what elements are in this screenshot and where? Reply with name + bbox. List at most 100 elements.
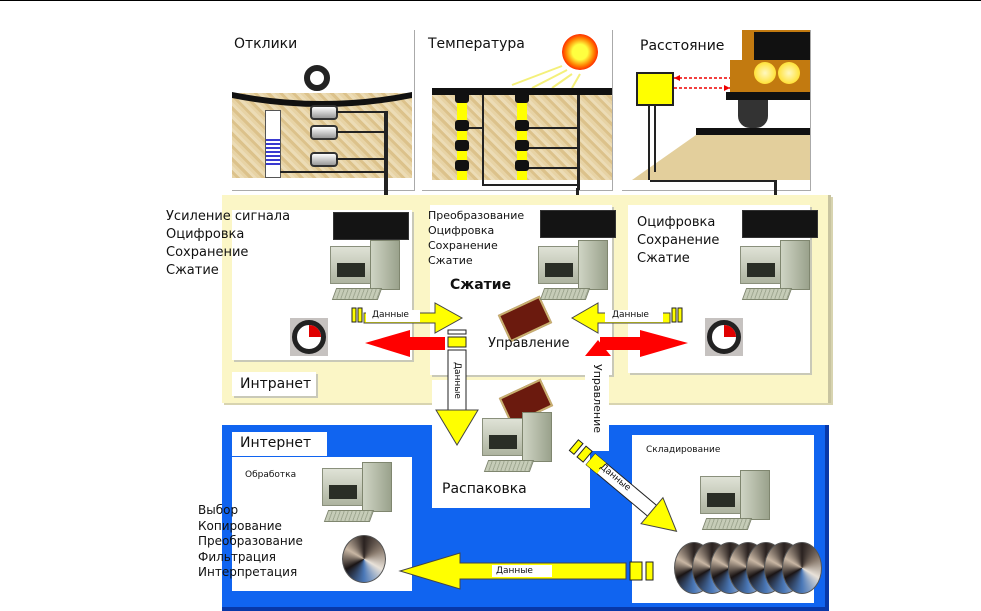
task-item: Выбор	[198, 503, 239, 517]
piezometer-icon	[265, 110, 281, 178]
truck-cab-front	[730, 60, 750, 92]
distance-sensor-icon	[636, 72, 674, 106]
arrow-label-data-left: Данные	[372, 310, 409, 320]
computer-icon	[700, 470, 770, 532]
sun-icon	[562, 34, 598, 70]
left-node-tasks: Усиление сигнала Оцифровка Сохранение Сж…	[166, 208, 290, 280]
task-item: Оцифровка	[637, 215, 716, 230]
control-arrow-up	[585, 356, 609, 451]
arrow-label-control-up: Управление	[591, 364, 604, 434]
data-arrow-right-to-center	[570, 302, 683, 334]
cable	[482, 95, 484, 185]
right-node-tasks: Оцифровка Сохранение Сжатие	[637, 214, 719, 268]
data-arrow-back	[398, 552, 654, 590]
sensor-panel-temperature: Температура	[422, 30, 613, 191]
cable	[336, 131, 386, 133]
sensor-title-distance: Расстояние	[640, 38, 725, 54]
cable	[280, 171, 386, 173]
computer-icon	[538, 240, 608, 302]
clock-icon	[292, 320, 326, 354]
cable	[336, 111, 386, 113]
thermistor-icon	[515, 120, 529, 131]
task-item: Оцифровка	[428, 224, 495, 237]
cable	[384, 111, 388, 211]
thermistor-string	[457, 95, 467, 180]
internet-label: Интернет	[240, 435, 312, 451]
top-border	[0, 0, 981, 1]
intranet-label-box	[232, 372, 316, 396]
cable	[522, 127, 577, 129]
task-item: Сохранение	[428, 239, 498, 252]
control-arrow	[365, 330, 688, 357]
wheel-icon	[304, 65, 330, 91]
sensor-panel-distance: Расстояние	[622, 30, 811, 191]
intranet-label: Интранет	[240, 376, 312, 392]
arrow-label-control: Управление	[488, 336, 570, 351]
arrow-label-data-right: Данные	[612, 310, 649, 320]
thermistor-icon	[455, 140, 469, 151]
thermistor-icon	[515, 140, 529, 151]
processing-tasks: Выбор Копирование Преобразование Фильтра…	[198, 503, 303, 581]
task-item: Сохранение	[637, 233, 720, 248]
thermistor-icon	[455, 160, 469, 171]
computer-icon	[740, 240, 810, 302]
processing-title: Обработка	[245, 470, 297, 480]
sensor-post	[648, 104, 650, 180]
cable	[522, 147, 577, 149]
cable	[577, 95, 580, 190]
sensor-post	[654, 104, 656, 172]
thermistor-string	[517, 95, 527, 180]
cable	[650, 180, 776, 182]
compression-label: Сжатие	[450, 277, 512, 293]
task-item: Сохранение	[166, 245, 249, 260]
task-item: Интерпретация	[198, 565, 298, 579]
storage-title: Складирование	[646, 445, 721, 455]
data-arrow-down	[435, 329, 479, 446]
laser-beam-arrows	[674, 75, 730, 91]
arrow-label-data-back: Данные	[496, 566, 533, 576]
task-item: Сжатие	[637, 251, 690, 266]
cable	[462, 127, 482, 129]
task-item: Фильтрация	[198, 549, 277, 564]
data-arrow-left-to-center	[351, 302, 464, 334]
thermistor-icon	[515, 160, 529, 171]
arrow-label-data-down: Данные	[452, 362, 462, 399]
data-arrow-diagonal	[568, 439, 678, 532]
cable	[522, 167, 577, 169]
bumper	[726, 92, 810, 100]
ramp	[632, 135, 810, 180]
task-item: Преобразование	[428, 209, 525, 222]
disc-icon	[342, 535, 386, 583]
task-item: Сжатие	[428, 254, 473, 267]
thermistor-icon	[455, 120, 469, 131]
sensor-title-temperature: Температура	[428, 36, 525, 52]
clock-icon	[707, 320, 741, 354]
cable	[482, 184, 578, 186]
center-node-tasks: Преобразование Оцифровка Сохранение Сжат…	[428, 208, 524, 268]
task-item: Усиление сигнала	[166, 209, 291, 224]
data-logger-icon	[540, 210, 616, 238]
ground-plate	[696, 128, 810, 135]
disc-icon	[782, 542, 822, 594]
gateway-label: Распаковка	[442, 481, 527, 497]
cable	[336, 158, 386, 160]
computer-icon	[482, 412, 552, 474]
road-surface	[232, 92, 412, 107]
headlight-icon	[754, 62, 776, 84]
sun-rays	[511, 65, 581, 89]
data-logger-icon	[333, 212, 409, 240]
headlight-icon	[778, 62, 800, 84]
task-item: Копирование	[198, 518, 282, 533]
task-item: Сжатие	[166, 263, 219, 278]
tire	[738, 100, 768, 128]
computer-icon	[322, 462, 392, 524]
computer-icon	[330, 240, 400, 302]
task-item: Преобразование	[198, 534, 303, 548]
truck-window	[754, 32, 810, 60]
internet-label-box	[232, 432, 327, 456]
thermistor-icon	[455, 92, 469, 103]
data-logger-icon	[742, 210, 818, 238]
road-surface	[432, 88, 612, 95]
thermistor-icon	[515, 92, 529, 103]
